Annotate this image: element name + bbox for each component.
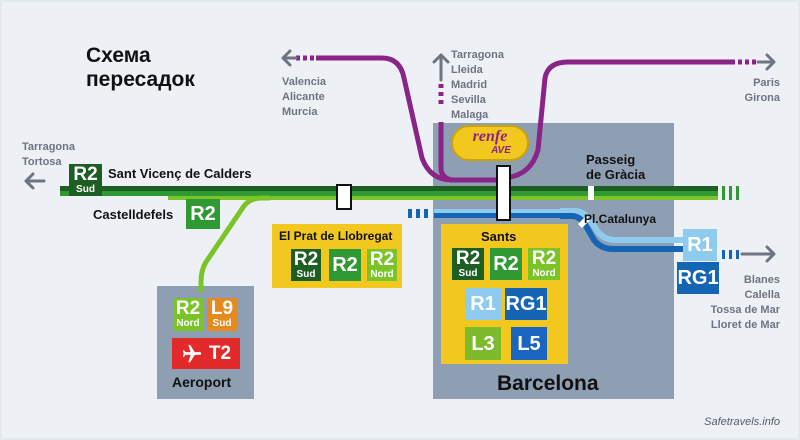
badge-r1: R1: [683, 229, 717, 261]
title-line-1: Схема: [86, 44, 151, 67]
destination-paris: Paris Girona: [744, 77, 780, 104]
badge-t2: T2: [172, 338, 240, 369]
arrow-up-icon: [432, 53, 450, 82]
station-marker-pl-catalunya: [578, 216, 590, 228]
arrow-right-icon: [756, 53, 776, 71]
ave-logo-word: AVE: [491, 145, 511, 156]
badge-r2-nord: R2 Nord: [367, 249, 397, 281]
ave-line: [316, 55, 735, 183]
badge-r2-sud: R2 Sud: [69, 164, 102, 196]
map-title: Схема пересадок: [86, 44, 195, 92]
station-pl-catalunya: Pl.Catalunya: [584, 212, 657, 226]
badge-l9-sud: L9 Sud: [207, 298, 237, 331]
station-box-prat: El Prat de Llobregat R2 Sud R2 R2 Nord: [272, 224, 402, 288]
ave-line-dashes: [296, 55, 756, 104]
arrow-right-icon: [740, 245, 776, 263]
destination-tarragona-tortosa: Tarragona Tortosa: [22, 141, 75, 168]
station-castelldefels: Castelldefels: [93, 207, 174, 222]
station-passeig-gracia: Passeig de Gràcia: [586, 152, 646, 182]
station-marker-passeig-gracia: [588, 186, 594, 200]
arrow-left-icon: [281, 49, 298, 67]
badge-r2: R2: [329, 249, 361, 281]
airplane-icon: [182, 344, 202, 362]
title-line-2: пересадок: [86, 68, 195, 91]
destination-valencia: Valencia Alicante Murcia: [282, 76, 327, 118]
station-marker-prat: [336, 184, 352, 210]
city-label-barcelona: Barcelona: [497, 372, 599, 395]
r2-nord-airport-branch: [198, 195, 270, 292]
badge-l5: L5: [511, 327, 547, 360]
station-aeroport: Aeroport: [172, 374, 232, 390]
destination-blanes: Blanes Calella Tossa de Mar Lloret de Ma…: [710, 274, 781, 331]
station-sants: Sants: [481, 229, 517, 244]
credit-text: Safetravels.info: [704, 416, 780, 428]
destination-tarragona-ave: Tarragona Lleida Madrid Sevilla Malaga: [451, 49, 504, 121]
badge-r2: R2: [186, 199, 220, 229]
badge-r2: R2: [490, 248, 522, 280]
badge-r2-sud: R2 Sud: [291, 249, 321, 281]
station-box-sants: Sants R2 Sud R2 R2 Nord R1 RG1 L3 L5: [441, 224, 568, 364]
badge-r2-nord: R2 Nord: [528, 248, 560, 280]
badge-r2-nord: R2 Nord: [173, 298, 203, 331]
r2-main-line: [60, 186, 739, 200]
station-sant-vicenc: Sant Vicenç de Calders: [108, 166, 252, 181]
badge-rg1: RG1: [677, 262, 719, 294]
renfe-logo-word: renfe: [472, 128, 508, 145]
badge-rg1: RG1: [505, 288, 547, 320]
badge-r2-sud: R2 Sud: [452, 248, 484, 280]
station-prat: El Prat de Llobregat: [279, 229, 393, 243]
renfe-ave-logo: renfe AVE: [451, 125, 529, 161]
badge-l3: L3: [465, 327, 501, 360]
station-marker-sants: [496, 165, 511, 221]
badge-r1: R1: [465, 288, 501, 320]
arrow-left-icon: [24, 172, 46, 190]
